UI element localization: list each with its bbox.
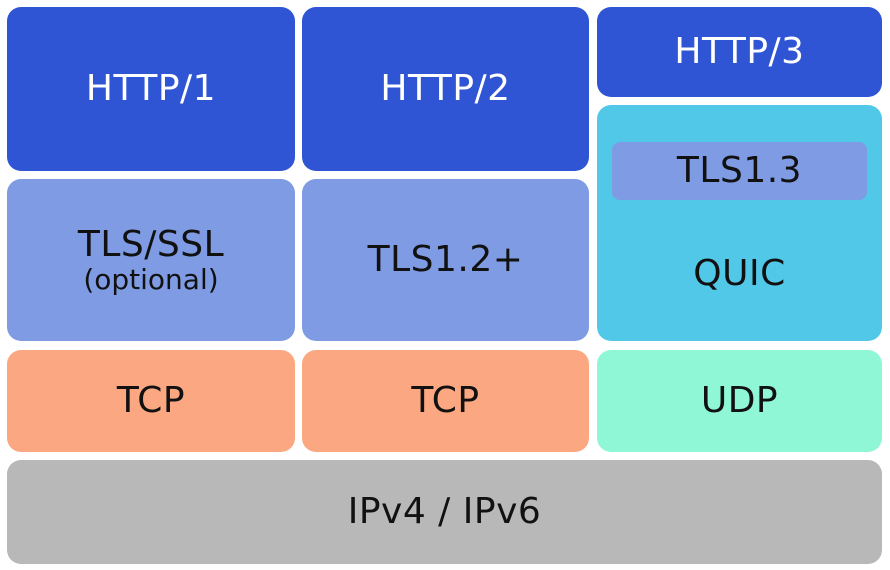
http2-layer: HTTP/2 [302, 7, 589, 171]
http1-label: HTTP/1 [85, 68, 217, 110]
http3-layer: HTTP/3 [597, 7, 882, 97]
tcp-label-2: TCP [411, 380, 480, 422]
tls-ssl-note: (optional) [83, 262, 219, 296]
http1-layer: HTTP/1 [7, 7, 295, 171]
tcp-label-1: TCP [116, 380, 186, 422]
tls13-layer: TLS1.3 [612, 142, 867, 200]
quic-label: QUIC [693, 253, 786, 294]
tls12-label: TLS1.2+ [367, 239, 524, 281]
tls12-layer: TLS1.2+ [302, 179, 589, 341]
ip-layer: IPv4 / IPv6 [7, 460, 882, 564]
udp-layer: UDP [597, 350, 882, 452]
http3-label: HTTP/3 [674, 31, 805, 73]
tls13-label: TLS1.3 [676, 150, 803, 192]
tls-ssl-label: TLS/SSL [77, 224, 225, 266]
ip-label: IPv4 / IPv6 [347, 491, 542, 533]
udp-label: UDP [700, 380, 779, 422]
tcp-layer-2: TCP [302, 350, 589, 452]
quic-layer [597, 105, 882, 341]
http2-label: HTTP/2 [380, 68, 511, 110]
tls-ssl-layer: TLS/SSL (optional) [7, 179, 295, 341]
tcp-layer-1: TCP [7, 350, 295, 452]
